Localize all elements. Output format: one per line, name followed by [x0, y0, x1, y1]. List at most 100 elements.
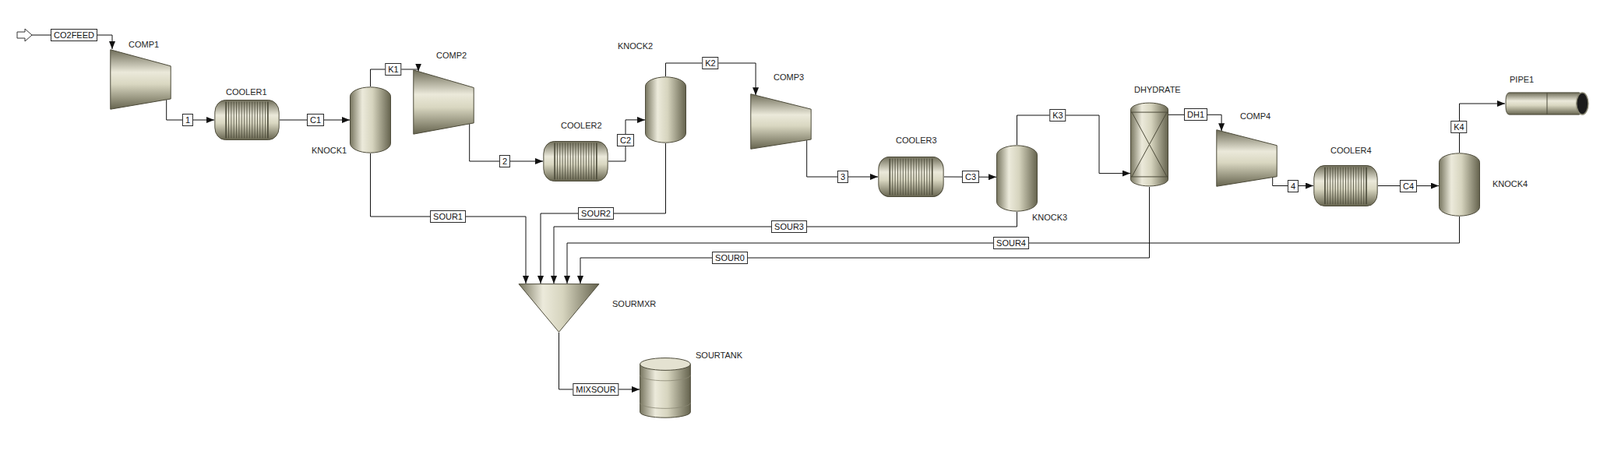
heater-tube-line	[1355, 167, 1357, 205]
stream-label: C2	[616, 133, 635, 147]
unit-block: KNOCK2	[644, 76, 687, 144]
heater-tube-line	[912, 158, 914, 196]
pipe-end-symbol	[1576, 92, 1589, 115]
unit-icon	[412, 69, 475, 135]
unit-icon	[542, 140, 609, 182]
heater-tube-line	[583, 143, 585, 180]
stream-line	[608, 119, 645, 162]
unit-block: DHYDRATE	[1130, 102, 1169, 187]
unit-name: COOLER1	[225, 87, 268, 98]
heater-tube-line	[905, 158, 906, 196]
heater-tube-line	[1329, 167, 1331, 205]
heater-tube-line	[251, 102, 253, 139]
heater-tube-line	[910, 158, 912, 196]
heater-tube-line	[575, 143, 577, 180]
heater-tube-line	[267, 102, 269, 139]
heater-tube-line	[1339, 167, 1341, 205]
heater-tube-line	[1345, 167, 1347, 205]
heater-tube-line	[236, 102, 237, 139]
column-band-line	[1131, 176, 1168, 177]
pipe-symbol	[1505, 92, 1583, 115]
stream-label: SOUR4	[993, 236, 1030, 250]
heater-tube-line	[923, 158, 925, 196]
compressor-symbol	[750, 94, 811, 150]
heater-tube-line	[902, 158, 904, 196]
unit-block: SOURMXR	[518, 283, 600, 333]
tank-symbol	[640, 363, 691, 418]
unit-name: PIPE1	[1509, 74, 1534, 85]
heater-tube-line	[1353, 167, 1354, 205]
flash-drum-symbol	[997, 145, 1038, 212]
stream-label: C1	[306, 113, 325, 127]
heater-tube-line	[562, 143, 564, 180]
unit-block: COOLER1	[214, 99, 280, 141]
heater-tube-line	[577, 143, 579, 180]
heater-tube-line	[243, 102, 245, 139]
stream-label: MIXSOUR	[572, 383, 619, 396]
heater-tube-line	[230, 102, 232, 139]
stream-label: DH1	[1184, 108, 1208, 121]
heater-symbol	[214, 100, 279, 141]
unit-name: COMP1	[128, 39, 159, 50]
tank-top-symbol	[640, 358, 691, 371]
unit-block: KNOCK3	[996, 144, 1038, 212]
column-band-line	[1131, 112, 1168, 113]
stream-label: C3	[962, 170, 980, 184]
unit-block: PIPE1	[1504, 91, 1590, 116]
column-cross-line	[1131, 112, 1167, 177]
unit-name: SOURTANK	[695, 350, 743, 361]
stream-label: C4	[1399, 179, 1417, 193]
heater-tube-line	[1363, 167, 1364, 205]
flash-drum-symbol	[645, 77, 687, 143]
heater-tube-line	[1347, 167, 1349, 205]
unit-name: COMP2	[436, 50, 467, 61]
stream-label: CO2FEED	[50, 28, 98, 42]
compressor-symbol	[413, 70, 474, 134]
unit-name: DHYDRATE	[1134, 84, 1181, 96]
tank-rib-line	[640, 402, 691, 409]
heater-tube-line	[564, 143, 566, 180]
stream-label: 4	[1287, 179, 1299, 193]
heater-tube-line	[233, 102, 235, 139]
stream-label: K2	[701, 56, 719, 70]
heater-tube-line	[1365, 167, 1368, 205]
stream-label: 1	[182, 113, 194, 127]
heater-tube-line	[593, 143, 595, 180]
heater-tube-line	[595, 143, 598, 180]
compressor-symbol	[1216, 130, 1277, 187]
unit-icon	[750, 93, 812, 150]
stream-label: K3	[1049, 109, 1066, 122]
unit-icon	[1313, 165, 1378, 207]
separator-column-symbol	[1130, 102, 1168, 187]
stream-line	[567, 216, 1460, 284]
unit-icon	[639, 356, 691, 419]
heater-tube-line	[921, 158, 923, 196]
stream-line	[370, 153, 527, 284]
unit-name: KNOCK1	[311, 145, 347, 156]
heater-tube-line	[588, 143, 589, 180]
heater-tube-line	[559, 143, 561, 180]
heater-tube-line	[572, 143, 574, 180]
unit-name: COOLER2	[560, 120, 603, 131]
heater-tube-line	[553, 143, 556, 180]
flash-drum-symbol	[350, 87, 392, 153]
heater-tube-line	[585, 143, 587, 180]
heater-tube-line	[591, 143, 593, 180]
unit-name: KNOCK2	[617, 41, 653, 52]
heater-tube-line	[1358, 167, 1360, 205]
unit-icon	[214, 99, 280, 141]
stream-label: SOUR0	[711, 251, 748, 265]
heater-tube-line	[891, 158, 893, 196]
unit-block: KNOCK4	[1438, 152, 1481, 217]
stream-label: 2	[499, 155, 511, 168]
heater-tube-line	[899, 158, 901, 196]
unit-icon	[109, 49, 172, 110]
heater-tube-line	[916, 158, 917, 196]
stream-label: K4	[1450, 120, 1467, 134]
heater-tube-line	[262, 102, 264, 139]
unit-icon	[1504, 91, 1590, 116]
heater-tube-line	[238, 102, 240, 139]
heater-tube-line	[570, 143, 571, 180]
column-cross-line	[1131, 112, 1167, 177]
unit-icon	[518, 283, 600, 333]
